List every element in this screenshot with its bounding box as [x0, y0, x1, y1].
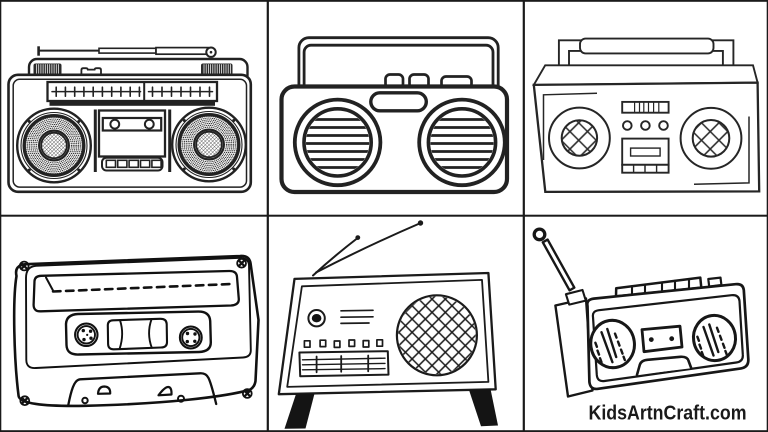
svg-text:KidsArtnCraft.com: KidsArtnCraft.com: [589, 403, 747, 425]
